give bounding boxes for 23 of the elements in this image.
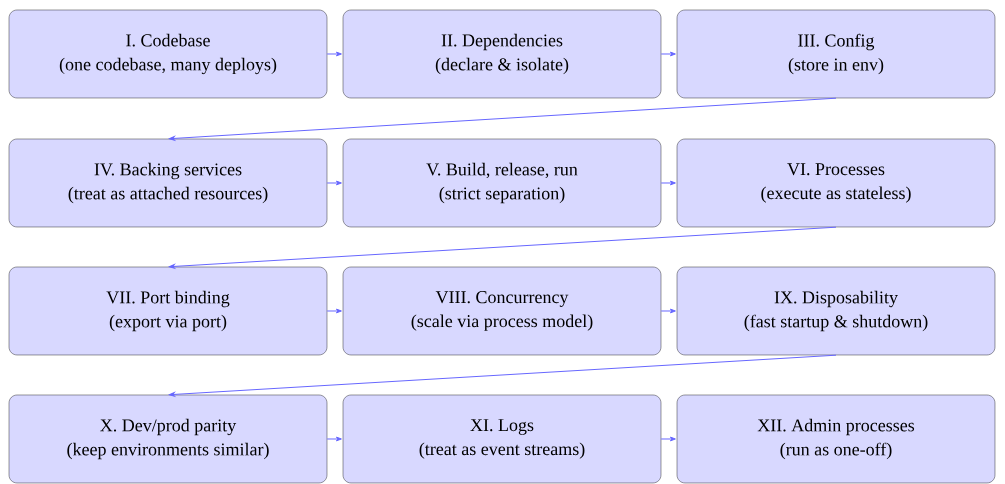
process-box: VI. Processes (execute as stateless) bbox=[676, 138, 996, 228]
process-box: VII. Port binding (export via port) bbox=[8, 266, 328, 356]
process-box: XII. Admin processes (run as one-off) bbox=[676, 394, 996, 484]
process-box: III. Config (store in env) bbox=[676, 9, 996, 99]
arrow bbox=[326, 180, 342, 186]
arrow bbox=[168, 354, 837, 397]
arrow bbox=[660, 180, 676, 186]
process-box: X. Dev/prod parity (keep environments similar) bbox=[8, 394, 328, 484]
process-box: IV. Backing services (treat as attached resources) bbox=[8, 138, 328, 228]
arrow bbox=[326, 51, 342, 57]
arrow bbox=[168, 97, 837, 141]
arrow bbox=[326, 436, 342, 442]
arrow bbox=[168, 226, 837, 269]
arrow bbox=[326, 308, 342, 314]
process-box: I. Codebase (one codebase, many deploys) bbox=[8, 9, 328, 99]
process-box: V. Build, release, run (strict separation) bbox=[342, 138, 662, 228]
arrow bbox=[660, 308, 676, 314]
process-box: IX. Disposability (fast startup & shutdown) bbox=[676, 266, 996, 356]
process-box: II. Dependencies (declare & isolate) bbox=[342, 9, 662, 99]
arrow bbox=[660, 436, 676, 442]
arrow bbox=[660, 51, 676, 57]
process-box: VIII. Concurrency (scale via process model) bbox=[342, 266, 662, 356]
process-box: XI. Logs (treat as event streams) bbox=[342, 394, 662, 484]
